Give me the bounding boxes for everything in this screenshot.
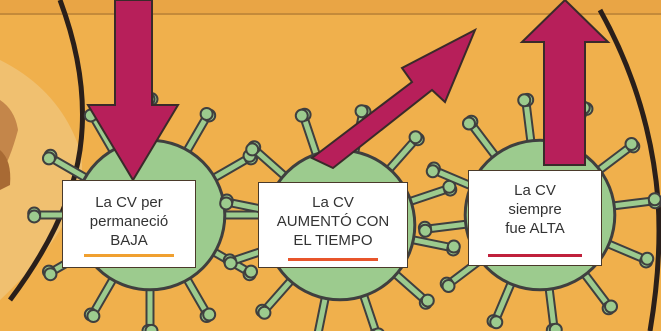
virus-spike-knob [624, 136, 639, 151]
virus-spike-knob [294, 108, 309, 123]
label-line: EL TIEMPO [293, 232, 373, 249]
left-circle-fragment [0, 0, 85, 302]
virus-spike-knob [548, 322, 563, 331]
virus-spike-knob [517, 93, 532, 108]
virus-spike-knob [354, 104, 369, 119]
virus-spike-knob [219, 196, 234, 211]
virus-spike-fill [52, 157, 92, 183]
virus-spike-knob [199, 106, 214, 121]
virus-spike-knob [640, 251, 655, 266]
virus-spike-fill [471, 124, 501, 162]
virus-spike-fill [182, 117, 208, 157]
virus-spike-fill [255, 149, 290, 181]
virus-spike-fill [92, 273, 118, 313]
virus-spike-fill [92, 117, 118, 157]
label-line: La CV per [95, 194, 163, 211]
virus-spike-knob [43, 267, 58, 282]
label-box-low: La CV per permaneció BAJA [62, 180, 196, 268]
virus-spike-knob [86, 309, 101, 324]
up-arrow [519, 0, 611, 166]
label-box-rising: La CV AUMENTÓ CON EL TIEMPO [258, 182, 408, 268]
label-box-high: La CV siempre fue ALTA [468, 170, 602, 266]
virus-spike-knob [144, 323, 159, 331]
virus-spike-knob [408, 130, 423, 145]
virus-spike-knob [257, 305, 272, 320]
virus-spike-fill [523, 103, 534, 148]
virus-spike-knob [223, 256, 238, 271]
virus-spike-fill [428, 221, 473, 232]
virus-spike-fill [302, 118, 321, 161]
underline-rising [288, 258, 378, 261]
virus-spike-fill [208, 157, 248, 183]
virus-spike-knob [202, 307, 217, 322]
virus-spike-knob [489, 315, 504, 330]
virus-spike-knob [604, 299, 619, 314]
label-line: permaneció [89, 213, 169, 230]
virus-spike-knob [441, 279, 456, 294]
virus-spike-fill [315, 291, 329, 331]
virus-spike-knob [647, 192, 661, 207]
virus-spike-fill [384, 140, 416, 175]
virus-spike-fill [546, 282, 557, 327]
down-arrow [86, 0, 180, 182]
label-line: La CV [312, 194, 354, 211]
underline-high [488, 254, 582, 257]
virus-spike-fill [607, 198, 652, 209]
virus-spike-fill [494, 277, 516, 319]
virus-spike-knob [425, 164, 440, 179]
label-line: BAJA [110, 232, 148, 249]
virus-spike-knob [245, 142, 260, 157]
virus-spike-fill [264, 275, 296, 310]
virus-spike-fill [406, 236, 451, 250]
virus-spike-fill [593, 146, 631, 176]
label-line: fue ALTA [505, 220, 565, 237]
virus-spike-fill [182, 273, 208, 313]
label-line: AUMENTÓ CON [276, 213, 390, 230]
virus-spike-fill [602, 239, 644, 261]
virus-spike-knob [41, 151, 56, 166]
diagonal-up-arrow [310, 27, 477, 170]
virus-spike-fill [390, 269, 425, 301]
label-line: La CV [514, 182, 556, 199]
virus-spike-knob [420, 293, 435, 308]
underline-low [84, 254, 174, 257]
virus-spike-fill [359, 289, 378, 331]
virus-spike-knob [372, 327, 385, 331]
virus-spike-knob [461, 116, 476, 131]
label-line: siempre [508, 201, 562, 218]
virus-spike-knob [446, 239, 461, 254]
virus-spike-knob [244, 264, 259, 279]
virus-spike-knob [27, 209, 42, 224]
virus-spike-knob [418, 223, 433, 238]
virus-spike-fill [579, 268, 609, 306]
right-circle-outline [597, 8, 661, 331]
virus-spike-fill [404, 187, 447, 206]
top-band [0, 0, 661, 14]
